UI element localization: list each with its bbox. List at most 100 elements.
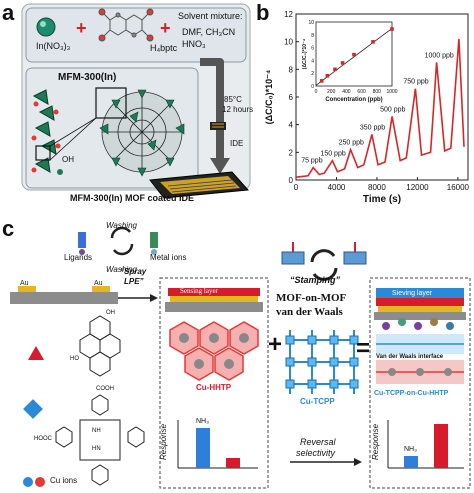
condition-time: 12 hours <box>222 105 254 114</box>
solvent-line-1: DMF, CH₃CN <box>182 27 236 37</box>
cu-ion-blue-icon <box>23 477 33 487</box>
pipette-left-icon <box>78 232 86 255</box>
ligands-label: Ligands <box>64 253 93 262</box>
condition-temp: 85°C <box>224 95 242 104</box>
oh-label: OH <box>62 155 74 164</box>
combined-label: Cu-TCPP-on-Cu-HHTP <box>374 390 449 397</box>
response-bars-left <box>177 420 258 469</box>
cycle-arrows-icon <box>310 249 338 281</box>
inset-x-tick-label: 800 <box>373 89 382 95</box>
zoom-line-2 <box>49 117 97 161</box>
x-tick-label: 8000 <box>368 183 386 192</box>
inset-data-point <box>390 27 394 31</box>
zoom-box-large <box>95 87 127 119</box>
sieving-layer-label: Sieving layer <box>392 290 433 297</box>
nh3-label-left: NH₃ <box>196 418 209 425</box>
x-tick-label: 0 <box>294 183 299 192</box>
peak-label: 750 ppb <box>403 79 428 86</box>
inset-xlabel: Concentration (ppb) <box>325 97 382 103</box>
y-tick-label: 2 <box>289 148 294 157</box>
stamping-label: “Stamping” <box>290 275 341 285</box>
washing-top-label: Washing <box>106 221 137 230</box>
tcpp-hooc-label: HOOC <box>34 436 52 442</box>
vdw-interface-label: Van der Waals interface <box>376 354 444 360</box>
mof-chain-icon <box>31 89 63 175</box>
mof-on-mof-label-2: van der Waals <box>276 306 343 318</box>
metal-ions-label: Metal ions <box>150 253 187 262</box>
ide-chip-icon <box>210 122 226 130</box>
tcpp-hn-label: HN <box>92 446 101 452</box>
spray-label-2: LPE” <box>124 277 144 286</box>
plus-sign-a1: + <box>76 18 87 38</box>
y-tick-label: 12 <box>284 10 293 19</box>
hhtp-oh-label: OH <box>106 310 115 316</box>
indium-sphere-icon <box>36 17 56 37</box>
cu-hhtp-box <box>159 277 269 489</box>
reversal-label-2: selectivity <box>296 448 336 458</box>
cu-tcpp-lattice-icon <box>286 330 355 394</box>
inset-y-tick-label: 2 <box>311 71 314 77</box>
spray-arrow-head <box>150 294 158 302</box>
response-label-right: Response <box>371 423 380 460</box>
reversal-label-1: Reversal <box>300 437 336 447</box>
sensing-device-icon <box>165 288 263 312</box>
tcpp-molecule-icon <box>55 394 145 486</box>
hhtp-molecule-icon <box>79 315 121 377</box>
au-label-left: Au <box>20 280 29 287</box>
inset-x-tick-label: 1000 <box>386 89 397 95</box>
mfm-label: MFM-300(In) <box>58 72 117 83</box>
peak-label: 1000 ppb <box>425 52 454 59</box>
peak-label: 500 ppb <box>380 106 405 113</box>
y-tick-label: 8 <box>289 65 294 74</box>
cu-tcpp-nodes <box>285 335 359 389</box>
inset-x-tick-label: 0 <box>315 89 318 95</box>
stamp-icon <box>281 242 367 265</box>
coated-ide-label: MFM-300(In) MOF coated IDE <box>70 193 195 203</box>
washing-cycle-icon <box>110 226 134 256</box>
red-triangle-icon <box>28 346 44 360</box>
cu-tcpp-label: Cu-TCPP <box>300 397 335 406</box>
inset-data-point <box>371 40 375 44</box>
plus-sign-c: + <box>268 331 282 358</box>
reactant-indium-label: In(NO₃)₃ <box>36 41 71 51</box>
x-tick-label: 16000 <box>447 183 470 192</box>
sensing-layer-label: Sensing layer <box>180 287 218 295</box>
peak-label: 75 ppb <box>301 158 323 165</box>
panel-b-letter: b <box>256 0 270 25</box>
sieving-device-icon <box>374 288 466 320</box>
inset-data-point <box>333 67 337 72</box>
inset-y-tick-label: 6 <box>311 46 314 52</box>
peak-label: 250 ppb <box>339 140 364 147</box>
mof-on-mof-label-1: MOF-on-MOF <box>276 292 347 304</box>
y-tick-label: 6 <box>289 93 294 102</box>
peak-label: 150 ppb <box>320 151 345 158</box>
inset-data-point <box>352 52 356 57</box>
inset-y-tick-label: 4 <box>311 58 314 64</box>
gas-molecules-right <box>382 318 454 376</box>
panel-a-letter: a <box>2 0 15 25</box>
inset-y-tick-label: 10 <box>308 20 314 26</box>
inset-data-point <box>319 79 324 83</box>
response-label-left: Response <box>159 423 168 460</box>
chart-b-xlabel: Time (s) <box>363 194 401 205</box>
bptc-molecule-icon <box>98 8 154 42</box>
y-tick-label: 10 <box>284 38 293 47</box>
spray-label-1: “Spray <box>120 267 147 276</box>
gas-molecules-left <box>179 333 249 369</box>
x-tick-label: 12000 <box>406 183 429 192</box>
cu-ions-label: Cu ions <box>50 476 78 485</box>
au-label-right: Au <box>94 280 103 287</box>
solvent-title: Solvent mixture: <box>178 11 243 21</box>
cu-hhtp-label: Cu-HHTP <box>196 383 232 392</box>
y-tick-label: 0 <box>289 176 294 185</box>
cu-ion-red-icon <box>35 477 45 487</box>
inset-y-tick-label: 0 <box>311 84 314 90</box>
process-arrow-head <box>210 158 230 174</box>
blue-diamond-icon <box>23 399 43 419</box>
combined-box <box>369 277 471 489</box>
nh3-label-right: NH₃ <box>404 446 417 453</box>
peak-label: 350 ppb <box>360 124 385 131</box>
y-tick-label: 4 <box>289 121 294 130</box>
